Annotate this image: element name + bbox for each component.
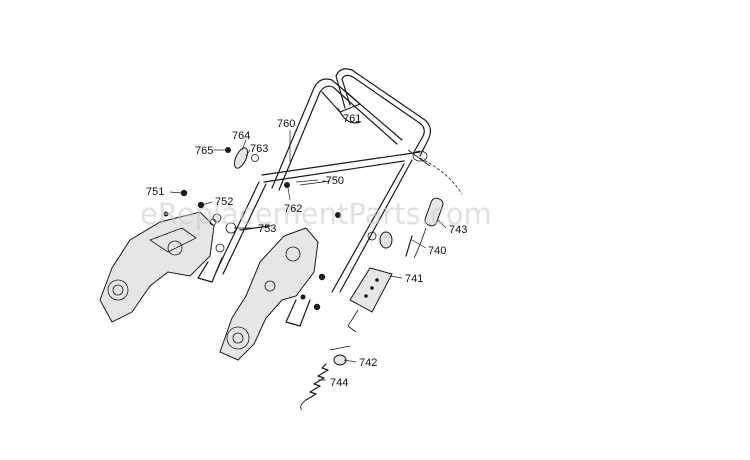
cable-assembly [405, 157, 463, 259]
left-frame-plate [99, 211, 223, 323]
lower-handle [215, 151, 421, 293]
part-labels: 761 760 764 765 763 -750 751 752 762 753… [146, 113, 467, 389]
part-label-752: 752 [215, 196, 233, 208]
leader-lines [169, 107, 447, 381]
part-label-740: 740 [428, 245, 446, 257]
part-label-743: 743 [449, 224, 467, 236]
part-label-742: 742 [359, 357, 377, 369]
part-label-753: 753 [258, 223, 276, 235]
spring-assembly [300, 345, 351, 411]
right-frame-plate [219, 227, 319, 361]
fasteners [163, 147, 393, 311]
part-label-751: 751 [146, 186, 164, 198]
part-label-765: 765 [195, 145, 213, 157]
upper-handle [271, 68, 431, 191]
watermark: eReplacementParts.com [140, 197, 492, 231]
part-label-763: 763 [250, 143, 268, 155]
part-label-761: 761 [343, 113, 361, 125]
part-label-741: 741 [405, 273, 423, 285]
part-label-750: -750 [322, 175, 344, 187]
part-label-760: 760 [277, 118, 295, 130]
control-lever-bracket [347, 267, 393, 333]
part-label-764: 764 [232, 130, 250, 142]
part-label-744: 744 [330, 377, 348, 389]
part-label-762: 762 [284, 203, 302, 215]
